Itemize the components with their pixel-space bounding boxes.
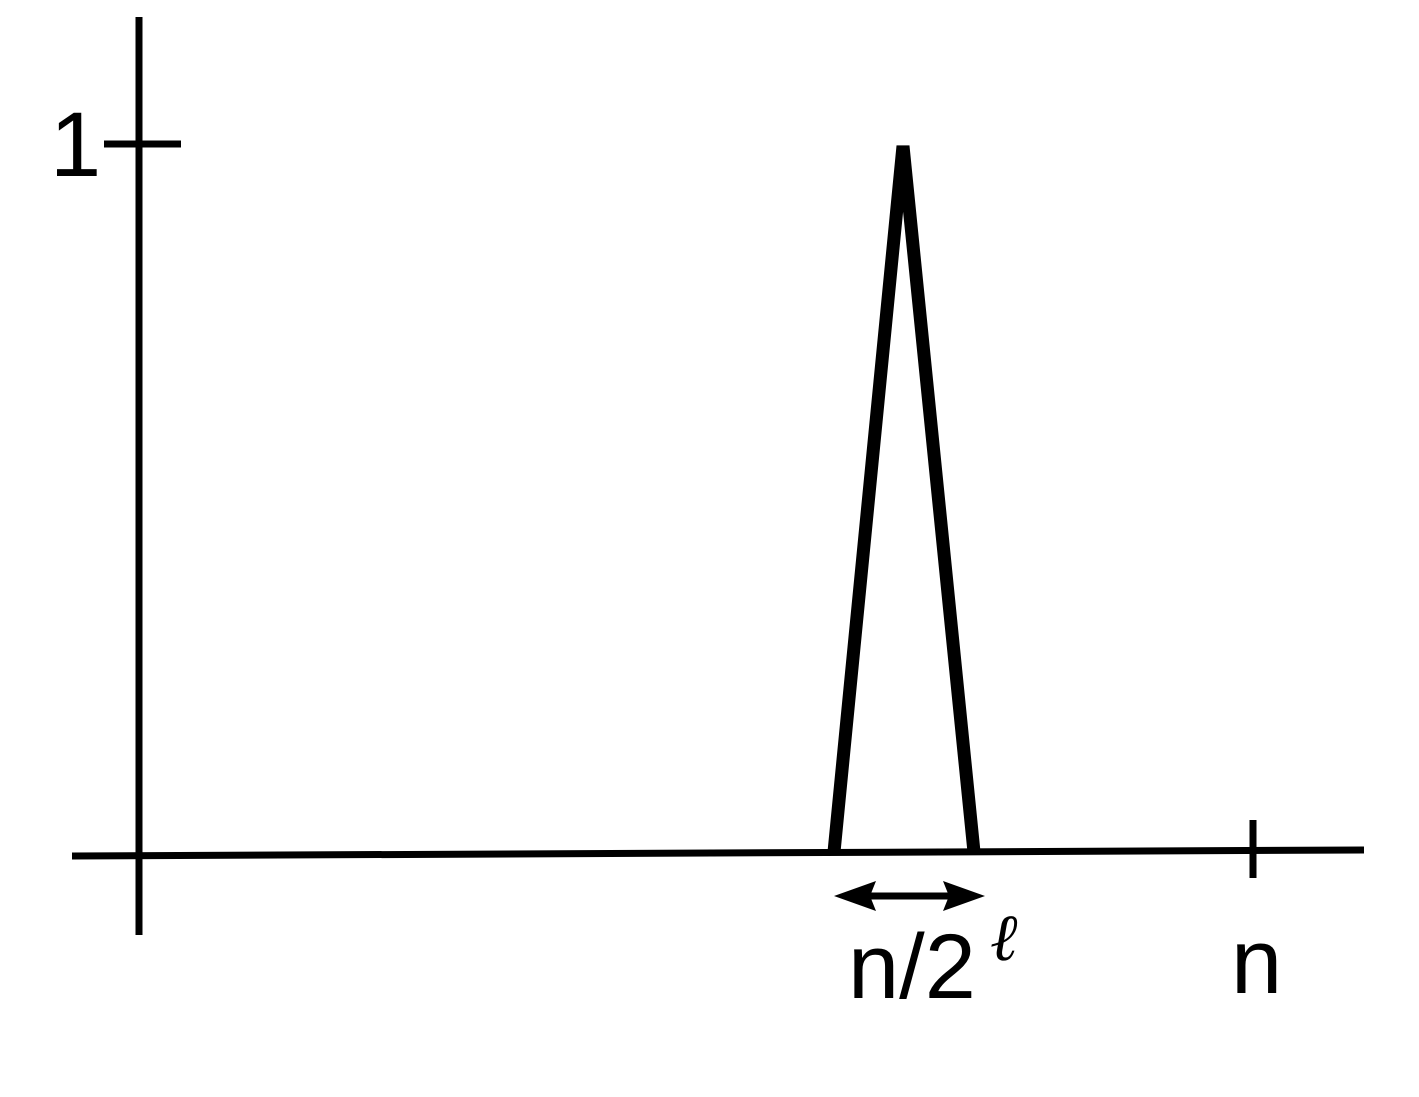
width-label-base: n/2 bbox=[848, 916, 976, 1018]
x-tick-label: n bbox=[1231, 911, 1282, 1013]
width-label-exponent: ℓ bbox=[990, 899, 1018, 976]
triangle-pulse bbox=[827, 145, 981, 853]
x-axis bbox=[71, 846, 1365, 860]
y-tick-label: 1 bbox=[50, 94, 101, 196]
width-arrow bbox=[834, 881, 985, 911]
width-label: n/2 bbox=[848, 916, 976, 1018]
